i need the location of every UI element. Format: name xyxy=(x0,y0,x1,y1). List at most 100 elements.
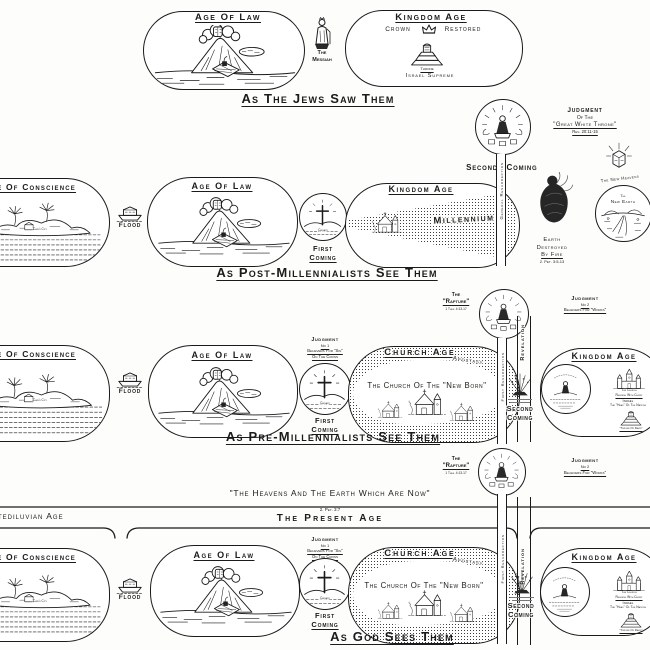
burning-earth-icon xyxy=(539,171,574,223)
judgment-no2-text: Judgment xyxy=(571,296,599,302)
church-reigning-label: The Church xyxy=(621,388,637,392)
calvary-label: Calvary xyxy=(320,401,330,405)
age-of-conscience-oval xyxy=(0,345,110,442)
judgment-no1-text: Believers For "Sin" xyxy=(307,548,343,553)
age-of-law-title: Age Of Law xyxy=(193,550,255,560)
eden-island-icon xyxy=(0,373,103,434)
israel-head-label: The "Head" Of The Nations xyxy=(610,403,646,407)
church-icon xyxy=(371,211,403,233)
judgment-seat-circle xyxy=(479,289,529,339)
eden-island-icon xyxy=(0,574,101,633)
age-of-law-title: Age Of Law xyxy=(191,181,253,191)
scripture-ref: 2. Pet. 3:7 xyxy=(319,507,341,512)
judgment-no1-text: No 1 xyxy=(320,343,330,348)
revelation-label: Revelation xyxy=(520,324,526,361)
church-icon xyxy=(408,389,446,415)
judgment-no2-text: Judgment xyxy=(571,458,599,464)
earth-destroyed-text: Destroyed xyxy=(536,244,568,251)
throne-of-david-label: "Throne Of David" xyxy=(619,426,643,430)
kingdom-globe-art xyxy=(548,577,581,612)
flood-label: Flood xyxy=(118,594,142,601)
rapture-pillar: First Resurrection xyxy=(497,494,507,644)
church-age-oval xyxy=(348,346,520,443)
judgment-gwt-ref: Rev. 20:11-15 xyxy=(572,129,598,134)
throne-icon xyxy=(620,613,642,628)
israel-head-label: The "Head" Of The Nations xyxy=(610,605,646,609)
new-earth-circle xyxy=(595,185,650,242)
white-throne-icon xyxy=(485,294,522,331)
church-icon xyxy=(377,601,403,619)
age-of-conscience-oval xyxy=(0,548,110,642)
general-resurrection-label: General Resurrection xyxy=(498,162,504,220)
fine-print xyxy=(510,402,530,403)
ark-icon xyxy=(116,372,144,388)
judgment-no1-text: Judgment xyxy=(311,537,339,543)
judgment-gwt-text: Judgment xyxy=(567,107,603,114)
calvary-label: Calvary xyxy=(318,228,328,232)
church-icon xyxy=(449,603,477,622)
kingdom-age-oval xyxy=(345,183,520,268)
caption-post-millennialists: As Post-Millennialists See Them xyxy=(216,265,438,280)
rapture-ref: 1 Thes. 4:13-17 xyxy=(445,470,467,475)
messiah-label: The xyxy=(317,50,327,56)
first-coming-label: Coming xyxy=(311,425,339,434)
age-of-law-oval xyxy=(148,345,298,438)
flood-label: Flood xyxy=(118,388,142,395)
messiah-label: Messiah xyxy=(312,57,332,63)
first-coming-label: Coming xyxy=(311,620,339,629)
israel-head-label: Israel xyxy=(622,399,634,403)
church-of-new-born-label: The Church Of The "New Born" xyxy=(364,581,484,590)
white-throne-icon xyxy=(484,453,519,488)
judgment-no2-text: No 2 xyxy=(580,302,590,307)
fine-print xyxy=(508,399,532,400)
rapture-label: "Rapture" xyxy=(442,299,470,305)
church-reigning-label: Reigning With Christ xyxy=(615,392,643,397)
caption-as-jews-saw-them: As The Jews Saw Them xyxy=(241,91,395,106)
kingdom-age-oval xyxy=(345,10,523,87)
revelation-line xyxy=(517,497,519,645)
sinai-volcano-icon xyxy=(158,367,290,425)
second-coming-label: Coming xyxy=(507,413,533,422)
earth-destroyed-text: Earth xyxy=(543,237,561,243)
kingdom-age-title: Kingdom Age xyxy=(571,351,637,361)
church-icon xyxy=(449,402,477,421)
rapture-ref: 1 Thes. 4:13-17 xyxy=(445,306,467,311)
church-icon xyxy=(377,400,403,418)
crown-icon xyxy=(421,24,437,34)
restored-label: Restored xyxy=(444,26,482,33)
cains-city-label: Cain's City xyxy=(33,398,47,402)
first-coming-label: Coming xyxy=(309,253,337,262)
kingdom-globe-art xyxy=(549,374,582,409)
judgment-no2-text: Believers For "Works" xyxy=(563,307,607,312)
judgment-no1-text: Judgment xyxy=(311,337,339,343)
judgment-gwt-text: "Great White Throne" xyxy=(553,121,617,128)
revelation-line xyxy=(530,497,532,645)
eden-island-icon xyxy=(0,202,101,261)
second-coming-label: Coming xyxy=(506,163,538,172)
sinai-volcano-icon xyxy=(160,566,292,624)
church-age-title: Church Age xyxy=(384,347,456,358)
first-coming-label: First xyxy=(315,416,335,425)
first-coming-circle xyxy=(299,363,351,415)
caption-as-god-sees-them: As God Sees Them xyxy=(330,629,454,644)
judgment-seat-circle xyxy=(478,448,526,496)
sinai-volcano-icon xyxy=(154,25,296,85)
crown-label: Crown xyxy=(385,26,411,33)
cains-city-label: Cain's City xyxy=(33,599,47,603)
church-age-title: Church Age xyxy=(384,548,456,559)
saints-rising-icon xyxy=(509,373,531,396)
calvary-label: Calvary xyxy=(320,596,330,600)
heavens-now-label: "The Heavens And The Earth Which Are Now… xyxy=(229,488,431,498)
rapture-label: The xyxy=(451,456,461,462)
throne-icon xyxy=(411,43,443,66)
rapture-pillar: First Resurrection xyxy=(497,338,507,444)
judgment-no1-text: On The Cross xyxy=(312,553,338,559)
sinai-volcano-icon xyxy=(158,197,290,255)
church-age-oval xyxy=(348,547,520,644)
judgment-no1-text: On The Cross xyxy=(312,353,338,359)
new-earth-label: The xyxy=(620,194,626,198)
earth-destroyed-ref: 2. Pet. 3:5-13 xyxy=(539,259,565,264)
throne-icon xyxy=(620,411,642,426)
messiah-figure-icon xyxy=(314,17,331,50)
judgment-gwt-text: Of The xyxy=(576,114,594,121)
